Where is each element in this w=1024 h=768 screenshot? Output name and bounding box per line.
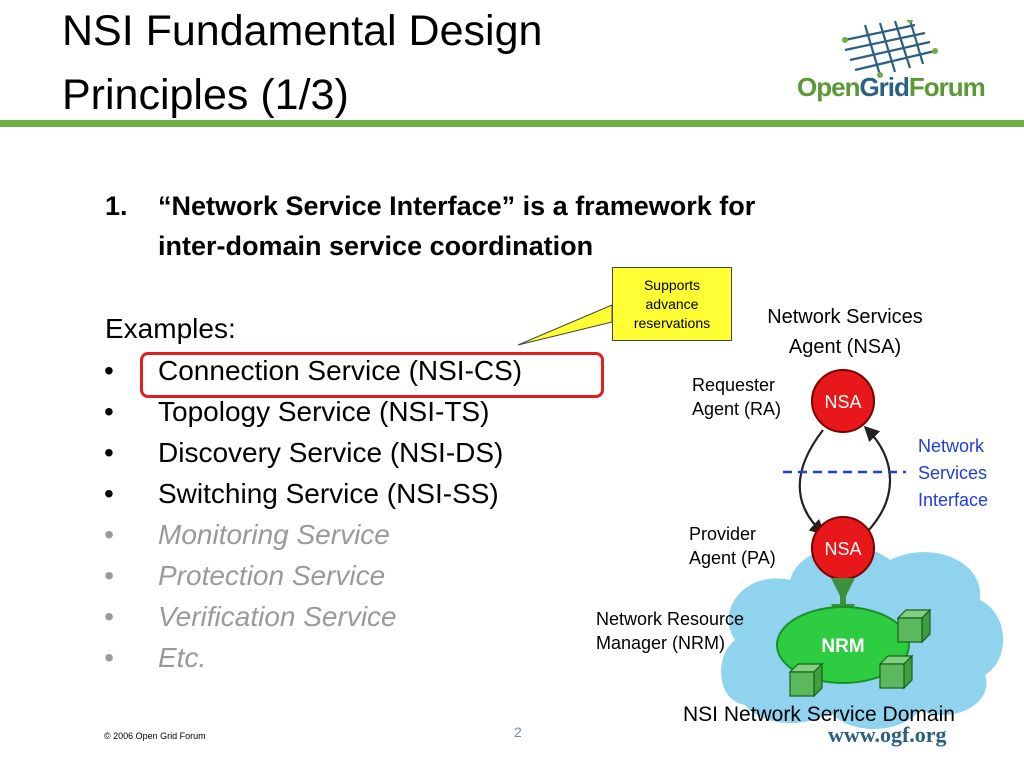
bullet: •	[104, 437, 114, 468]
nrm-label: Network Resource Manager (NRM)	[596, 607, 744, 655]
heading-number: 1.	[105, 191, 128, 221]
bullet: •	[104, 642, 114, 673]
example-item-text: Switching Service (NSI-SS)	[158, 478, 499, 509]
slide-title-line-1: NSI Fundamental Design	[62, 7, 543, 55]
nsa-title: Network Services Agent (NSA)	[735, 302, 955, 362]
domain-label: NSI Network Service Domain	[683, 703, 955, 726]
reservation-callout: Supports advance reservations	[612, 267, 732, 341]
example-item-text: Protection Service	[158, 560, 386, 591]
nrm-text: NRM	[821, 636, 864, 657]
footer-copyright: © 2006 Open Grid Forum	[104, 731, 206, 741]
bullet: •	[104, 519, 114, 550]
ra-line-1: Requester	[692, 375, 776, 395]
example-item: • Monitoring Service	[0, 514, 620, 555]
examples-label: Examples:	[105, 313, 236, 344]
example-item-text: Connection Service (NSI-CS)	[158, 355, 523, 386]
nsi-label: Network Services Interface	[918, 433, 988, 514]
bullet: •	[104, 560, 114, 591]
requester-nsa-node	[811, 369, 875, 433]
heading-line-2: inter-domain service coordination	[158, 231, 594, 261]
example-item-text: Topology Service (NSI-TS)	[158, 396, 490, 427]
pa-line-1: Provider	[689, 524, 757, 544]
example-item: • Verification Service	[0, 596, 620, 637]
example-item: • Connection Service (NSI-CS)	[0, 350, 620, 391]
example-item: • Topology Service (NSI-TS)	[0, 391, 620, 432]
callout-line-1: Supports	[643, 276, 701, 293]
provider-agent-label: Provider Agent (PA)	[689, 522, 776, 570]
ogf-url: www.ogf.org	[828, 722, 947, 747]
open-grid-forum-logo: OpenGridForum	[797, 72, 986, 103]
callout-pointer	[517, 304, 613, 346]
ra-line-2: Agent (RA)	[692, 399, 782, 419]
example-item: • Etc.	[0, 637, 620, 678]
bullet: •	[104, 601, 114, 632]
bullet: •	[104, 396, 114, 427]
slide-title-line-2: Principles (1/3)	[62, 71, 349, 119]
nsi-line-1: Network	[918, 436, 985, 456]
header-divider	[0, 120, 1024, 127]
nsa-title-line-1: Network Services	[767, 306, 923, 328]
nrm-line-2: Manager (NRM)	[596, 633, 726, 653]
nsi-line-2: Services	[918, 463, 988, 483]
request-arc	[798, 429, 826, 536]
provider-nsa-text: NSA	[824, 539, 861, 559]
network-element-boxes	[788, 608, 932, 698]
example-item: • Protection Service	[0, 555, 620, 596]
pa-line-2: Agent (PA)	[689, 548, 776, 568]
example-item: • Switching Service (NSI-SS)	[0, 473, 620, 514]
example-item-text: Etc.	[158, 642, 207, 673]
requester-nsa-text: NSA	[824, 392, 861, 412]
bullet: •	[104, 355, 114, 386]
example-item-text: Monitoring Service	[158, 519, 390, 550]
bullet: •	[104, 478, 114, 509]
page-number: 2	[514, 724, 522, 740]
logo-forum: Forum	[908, 72, 986, 102]
requester-agent-label: Requester Agent (RA)	[692, 373, 781, 421]
logo-open: Open	[797, 72, 860, 102]
callout-line-3: reservations	[633, 314, 711, 331]
nsi-line-3: Interface	[918, 490, 989, 510]
nrm-line-1: Network Resource	[596, 609, 745, 629]
response-arc	[863, 425, 892, 534]
logo-grid: Grid	[859, 72, 909, 102]
heading-line-1: “Network Service Interface” is a framewo…	[158, 191, 756, 221]
example-item-text: Discovery Service (NSI-DS)	[158, 437, 504, 468]
nsa-title-line-2: Agent (NSA)	[788, 336, 902, 358]
highlight-box	[140, 352, 604, 398]
grid-mesh-icon	[842, 20, 938, 78]
example-item: • Discovery Service (NSI-DS)	[0, 432, 620, 473]
example-item-text: Verification Service	[158, 601, 397, 632]
callout-line-2: advance	[645, 295, 699, 312]
